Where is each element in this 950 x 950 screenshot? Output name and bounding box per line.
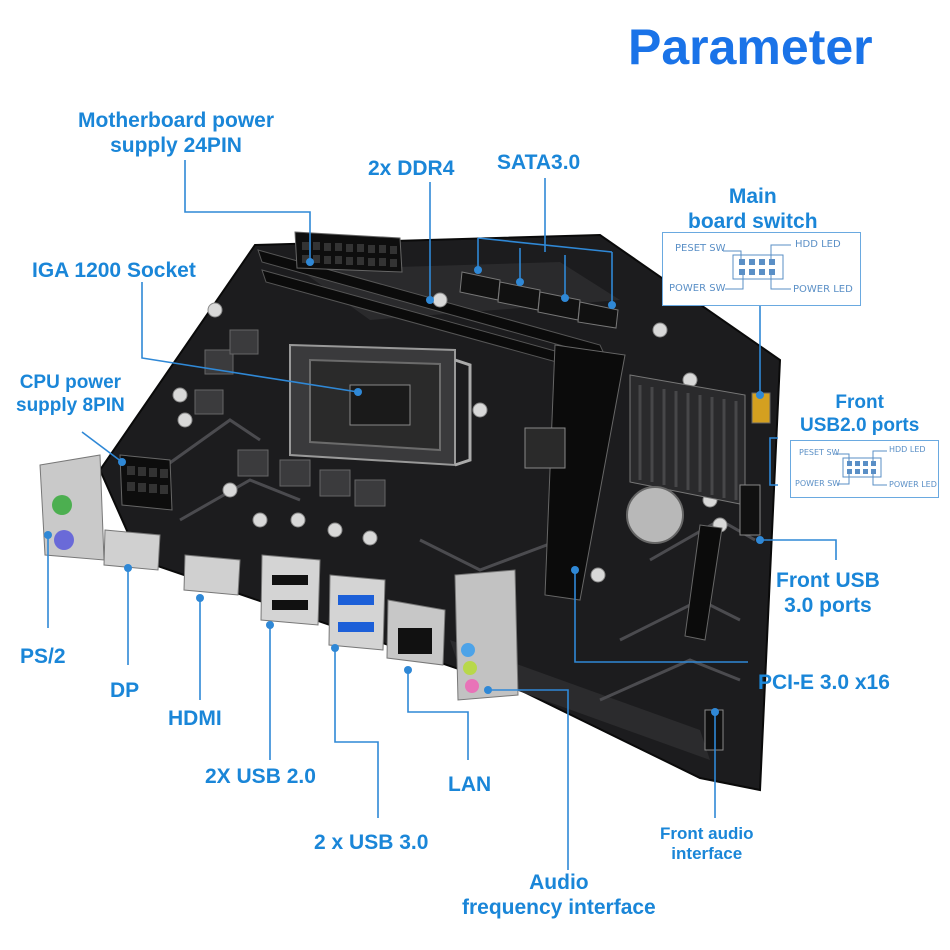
- usb3-port-stack: [328, 574, 386, 651]
- switch-pin-diagram-front: PESET SW HDD LED POWER SW POWER LED: [790, 440, 939, 498]
- label-ddr4: 2x DDR4: [368, 157, 455, 180]
- pin-power-led-front: POWER LED: [889, 480, 937, 489]
- hdmi-port: [183, 554, 241, 596]
- label-usb30: 2 x USB 3.0: [314, 831, 429, 854]
- usb2-port-stack: [260, 554, 321, 626]
- pin-power-led-main: POWER LED: [793, 284, 853, 295]
- front-usb3-header: [739, 484, 761, 536]
- label-dp: DP: [110, 679, 140, 702]
- label-front-audio-line2: interface: [671, 844, 743, 864]
- front-audio-header: [704, 709, 724, 751]
- label-front-usb3-line1: Front USB: [776, 569, 880, 592]
- label-motherboard-power: Motherboard power supply 24PIN: [78, 108, 274, 158]
- cpu-8pin-connector: [119, 454, 173, 511]
- pin-power-sw-main: POWER SW: [669, 283, 726, 294]
- label-main-board-switch: Main board switch: [688, 184, 818, 234]
- label-front-audio: Front audio interface: [660, 824, 753, 865]
- label-usb20: 2X USB 2.0: [205, 765, 316, 788]
- label-front-usb3-line2: 3.0 ports: [784, 594, 872, 618]
- label-motherboard-power-line2: supply 24PIN: [110, 134, 242, 158]
- chipset-heatsink: [629, 374, 746, 506]
- pin-grid-front: [835, 450, 887, 486]
- label-front-usb2-line2: USB2.0 ports: [800, 414, 920, 436]
- label-main-board-switch-line1: Main: [728, 185, 777, 208]
- page-title: Parameter: [628, 19, 873, 75]
- label-hdmi: HDMI: [168, 707, 222, 730]
- cpu-socket: [289, 343, 472, 467]
- label-cpu-power: CPU power supply 8PIN: [16, 372, 125, 418]
- pin-power-sw-front: POWER SW: [795, 479, 841, 488]
- pcie-slot-x16: [544, 344, 626, 601]
- rear-io: [39, 454, 519, 701]
- pin-reset-sw-front: PESET SW: [799, 448, 840, 457]
- label-pcie: PCI-E 3.0 x16: [758, 671, 890, 694]
- label-main-board-switch-line2: board switch: [688, 210, 818, 234]
- pin-hdd-led-front: HDD LED: [889, 445, 926, 454]
- label-audio: Audio frequency interface: [462, 870, 656, 920]
- switch-pin-diagram-main: PESET SW HDD LED POWER SW POWER LED: [662, 232, 861, 306]
- label-cpu-power-line1: CPU power: [19, 372, 122, 393]
- label-front-usb2-line1: Front: [835, 392, 884, 413]
- label-lan: LAN: [448, 773, 492, 796]
- label-ps2: PS/2: [20, 645, 66, 668]
- label-front-usb2: Front USB2.0 ports: [800, 392, 919, 438]
- vrm-chokes: [194, 329, 386, 507]
- capacitors: [172, 292, 728, 583]
- label-motherboard-power-line1: Motherboard power: [78, 109, 275, 132]
- io-chip: [524, 427, 566, 469]
- pin-grid-main: [723, 244, 791, 290]
- label-audio-line2: frequency interface: [462, 896, 656, 920]
- pin-reset-sw-main: PESET SW: [675, 243, 726, 254]
- label-front-usb3: Front USB 3.0 ports: [776, 568, 880, 618]
- dp-port: [103, 529, 161, 571]
- leader-dots: [44, 258, 764, 716]
- label-cpu-power-line2: supply 8PIN: [16, 394, 125, 416]
- audio-jack-panel: [454, 569, 519, 701]
- atx-pins: [302, 242, 397, 267]
- pin-hdd-led-main: HDD LED: [795, 239, 841, 250]
- pcie-slot-x1: [684, 524, 723, 641]
- label-socket: IGA 1200 Socket: [32, 259, 196, 282]
- cmos-battery: [626, 486, 684, 544]
- label-sata: SATA3.0: [497, 151, 581, 174]
- leader-lines: [47, 160, 837, 870]
- label-front-audio-line1: Front audio: [660, 824, 754, 843]
- sata-ports: [459, 271, 619, 329]
- label-audio-line1: Audio: [529, 871, 589, 894]
